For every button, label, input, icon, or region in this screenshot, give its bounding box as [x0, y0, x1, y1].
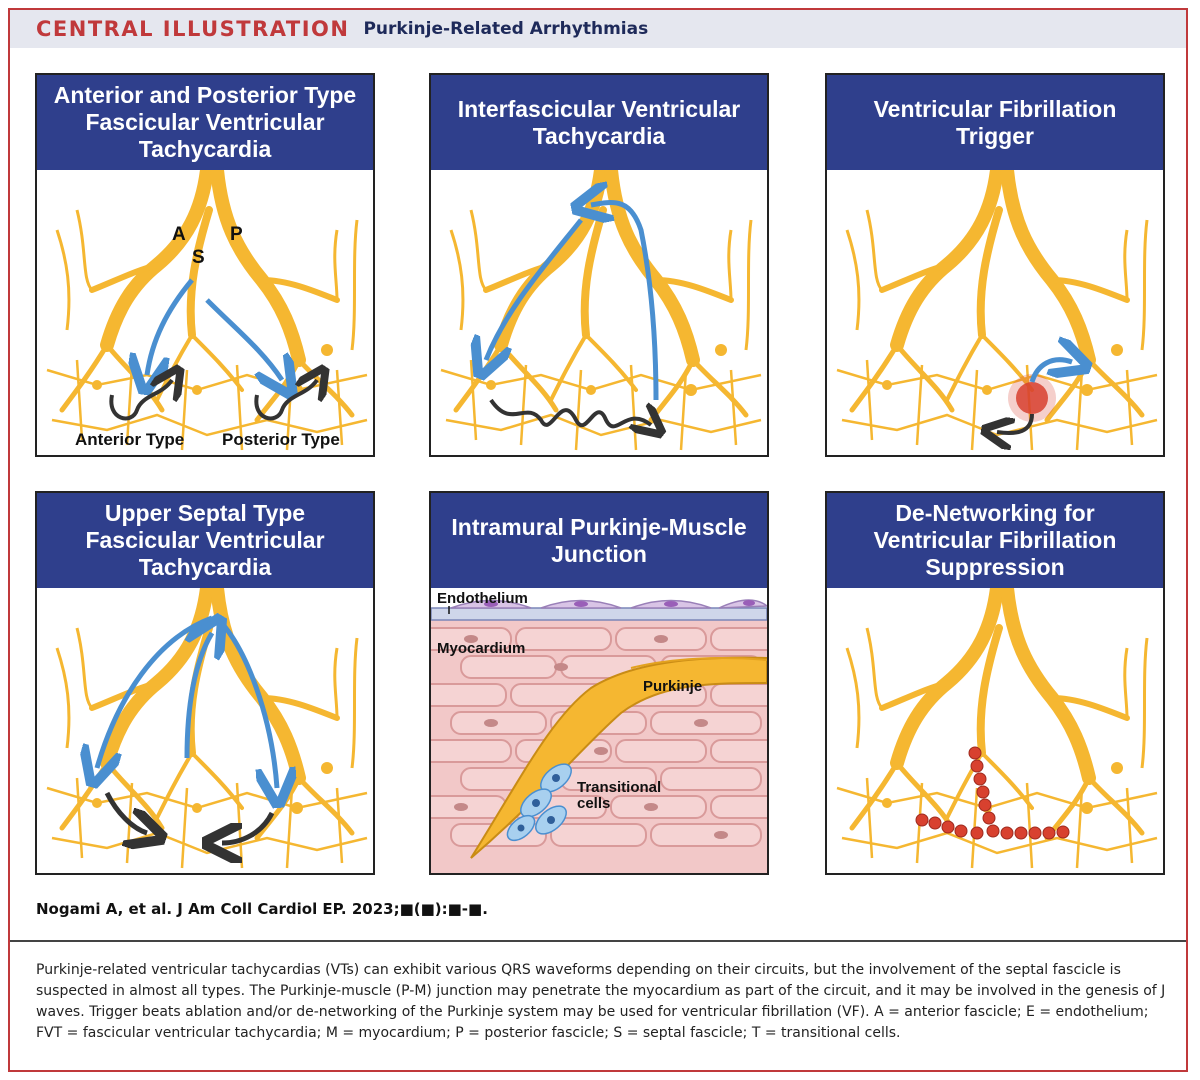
label-s: S — [192, 247, 205, 268]
dark-wave-arrow — [489, 398, 651, 426]
purkinje-diagram — [37, 588, 373, 873]
panel-title: Intramural Purkinje-Muscle Junction — [431, 493, 767, 588]
blue-arrow-retrograde — [591, 203, 659, 401]
purkinje-fiber — [470, 656, 767, 859]
panel-interfascicular-vt: Interfascicular Ventricular Tachycardia — [429, 73, 769, 457]
trigger-focus — [1016, 382, 1048, 414]
label-transitional: Transitional — [577, 779, 661, 796]
label-cells: cells — [577, 795, 610, 812]
citation: Nogami A, et al. J Am Coll Cardiol EP. 2… — [36, 900, 488, 918]
blue-arrow-septal — [184, 633, 212, 759]
dark-arrow-anterior — [109, 380, 172, 421]
blue-arrow-posterior — [205, 298, 282, 380]
central-illustration-label: CENTRAL ILLUSTRATION — [36, 17, 350, 41]
panel-title: Ventricular Fibrillation Trigger — [827, 75, 1163, 170]
dark-arrow-trigger — [997, 413, 1034, 433]
panel-anterior-posterior-fvt: Anterior and Posterior Type Fascicular V… — [35, 73, 375, 457]
label-a: A — [172, 224, 186, 245]
panel-intramural-pm-junction: Intramural Purkinje-Muscle Junction — [429, 491, 769, 875]
label-purkinje: Purkinje — [643, 678, 702, 695]
panel-de-networking: De-Networking for Ventricular Fibrillati… — [825, 491, 1165, 875]
panel-upper-septal-fvt: Upper Septal Type Fascicular Ventricular… — [35, 491, 375, 875]
purkinje-diagram — [431, 170, 767, 455]
panel-title: Upper Septal Type Fascicular Ventricular… — [37, 493, 373, 588]
label-anterior-type: Anterior Type — [75, 430, 184, 449]
label-endothelium: Endothelium — [437, 590, 528, 607]
purkinje-diagram — [827, 588, 1163, 873]
panel-title: De-Networking for Ventricular Fibrillati… — [827, 493, 1163, 588]
divider — [10, 940, 1186, 942]
figure-header: CENTRAL ILLUSTRATION Purkinje-Related Ar… — [8, 8, 1188, 48]
endothelium-layer — [431, 607, 767, 621]
figure-title: Purkinje-Related Arrhythmias — [363, 19, 649, 39]
figure-caption: Purkinje-related ventricular tachycardia… — [36, 962, 1166, 1041]
dark-arrow-left — [104, 791, 147, 833]
purkinje-diagram: A S P Anterior Type Posterior Type — [37, 170, 373, 455]
blue-arrow-anterior-exit — [97, 615, 213, 768]
blue-arrow-trigger — [1029, 360, 1072, 383]
panel-title: Interfascicular Ventricular Tachycardia — [431, 75, 767, 170]
label-posterior-type: Posterior Type — [222, 430, 340, 449]
ablation-lesions — [915, 746, 1070, 840]
label-p: P — [230, 224, 243, 245]
panel-vf-trigger: Ventricular Fibrillation Trigger — [825, 73, 1165, 457]
dark-arrow-posterior — [254, 380, 317, 421]
blue-arrow-antegrade — [486, 218, 583, 360]
purkinje-diagram — [827, 170, 1163, 455]
label-myocardium: Myocardium — [437, 640, 525, 657]
blue-arrow-posterior-exit — [215, 616, 277, 788]
tissue-diagram: Endothelium Myocardium Purkinje Transiti… — [431, 588, 767, 873]
blue-arrow-anterior — [147, 278, 194, 375]
dark-arrow-right — [222, 811, 275, 843]
panel-title: Anterior and Posterior Type Fascicular V… — [37, 75, 373, 170]
